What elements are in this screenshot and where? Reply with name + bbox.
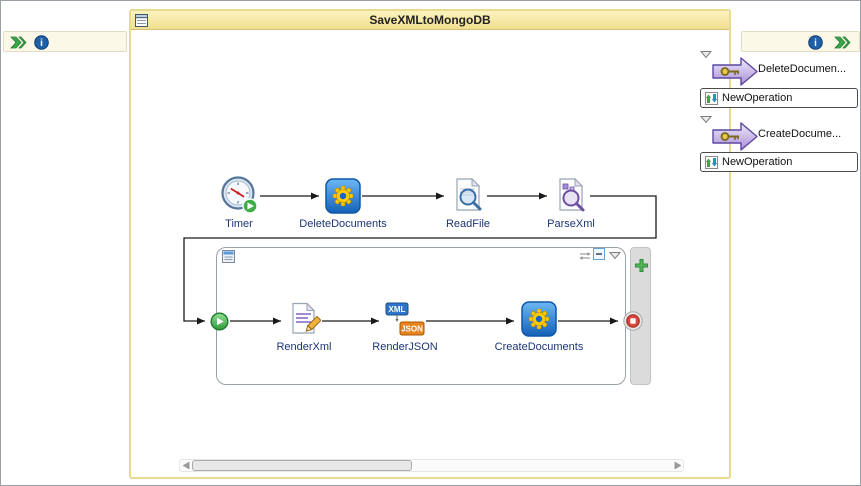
renderjson-json-tag: JSON [401,325,423,334]
reference-2-label: CreateDocume... [758,128,842,140]
reference-1-icon[interactable] [712,56,759,87]
activity-renderxml-label: RenderXml [276,341,332,353]
add-activity-button[interactable] [634,258,649,273]
activity-renderjson[interactable]: XML JSON [385,301,425,337]
activity-parsexml[interactable] [553,177,589,213]
activity-deletedocuments[interactable] [325,178,361,214]
renderjson-xml-tag: XML [389,305,406,314]
operation-label: NewOperation [722,156,793,168]
activity-readfile[interactable] [450,177,486,213]
operation-label: NewOperation [722,92,793,104]
process-output-bar: i [741,31,860,52]
scope-menu-triangle[interactable] [609,251,621,260]
scope-config-icon[interactable] [222,250,235,263]
output-chevron-icon[interactable] [834,36,851,49]
group-end-node[interactable] [623,311,643,331]
scope-collapse-button[interactable] [593,248,605,260]
reference-1-label: DeleteDocumen... [758,63,847,75]
activity-readfile-label: ReadFile [445,218,491,230]
svg-text:i: i [40,38,43,49]
output-info-icon[interactable]: i [808,35,823,50]
reference-1-expander[interactable] [700,50,712,59]
reference-1-operation[interactable]: NewOperation [700,88,858,108]
process-titlebar[interactable]: SaveXMLtoMongoDB [131,11,729,30]
activity-timer[interactable] [219,175,259,215]
activity-createdocuments[interactable] [521,301,557,337]
activity-parsexml-label: ParseXml [547,218,595,230]
process-input-bar: i [3,31,127,52]
scope-transfer-icon[interactable] [579,251,591,261]
svg-text:i: i [814,38,817,49]
activity-timer-label: Timer [225,218,253,230]
reference-2-expander[interactable] [700,115,712,124]
h-scroll-right-arrow[interactable] [674,461,682,470]
operation-icon [705,155,718,169]
reference-2-operation[interactable]: NewOperation [700,152,858,172]
process-icon [135,14,148,27]
h-scroll-left-arrow[interactable] [182,461,190,470]
reference-2-icon[interactable] [712,121,759,152]
operation-icon [705,91,718,105]
activity-renderjson-label: RenderJSON [372,341,438,353]
input-info-icon[interactable]: i [34,35,49,50]
h-scrollbar-thumb[interactable] [192,460,412,471]
activity-createdocuments-label: CreateDocuments [494,341,584,353]
process-title: SaveXMLtoMongoDB [369,13,491,27]
process-canvas[interactable]: SaveXMLtoMongoDB [129,9,731,479]
input-chevron-icon[interactable] [10,36,27,49]
group-start-node[interactable] [210,312,229,331]
activity-deletedocuments-label: DeleteDocuments [299,218,387,230]
activity-renderxml[interactable] [287,302,321,336]
